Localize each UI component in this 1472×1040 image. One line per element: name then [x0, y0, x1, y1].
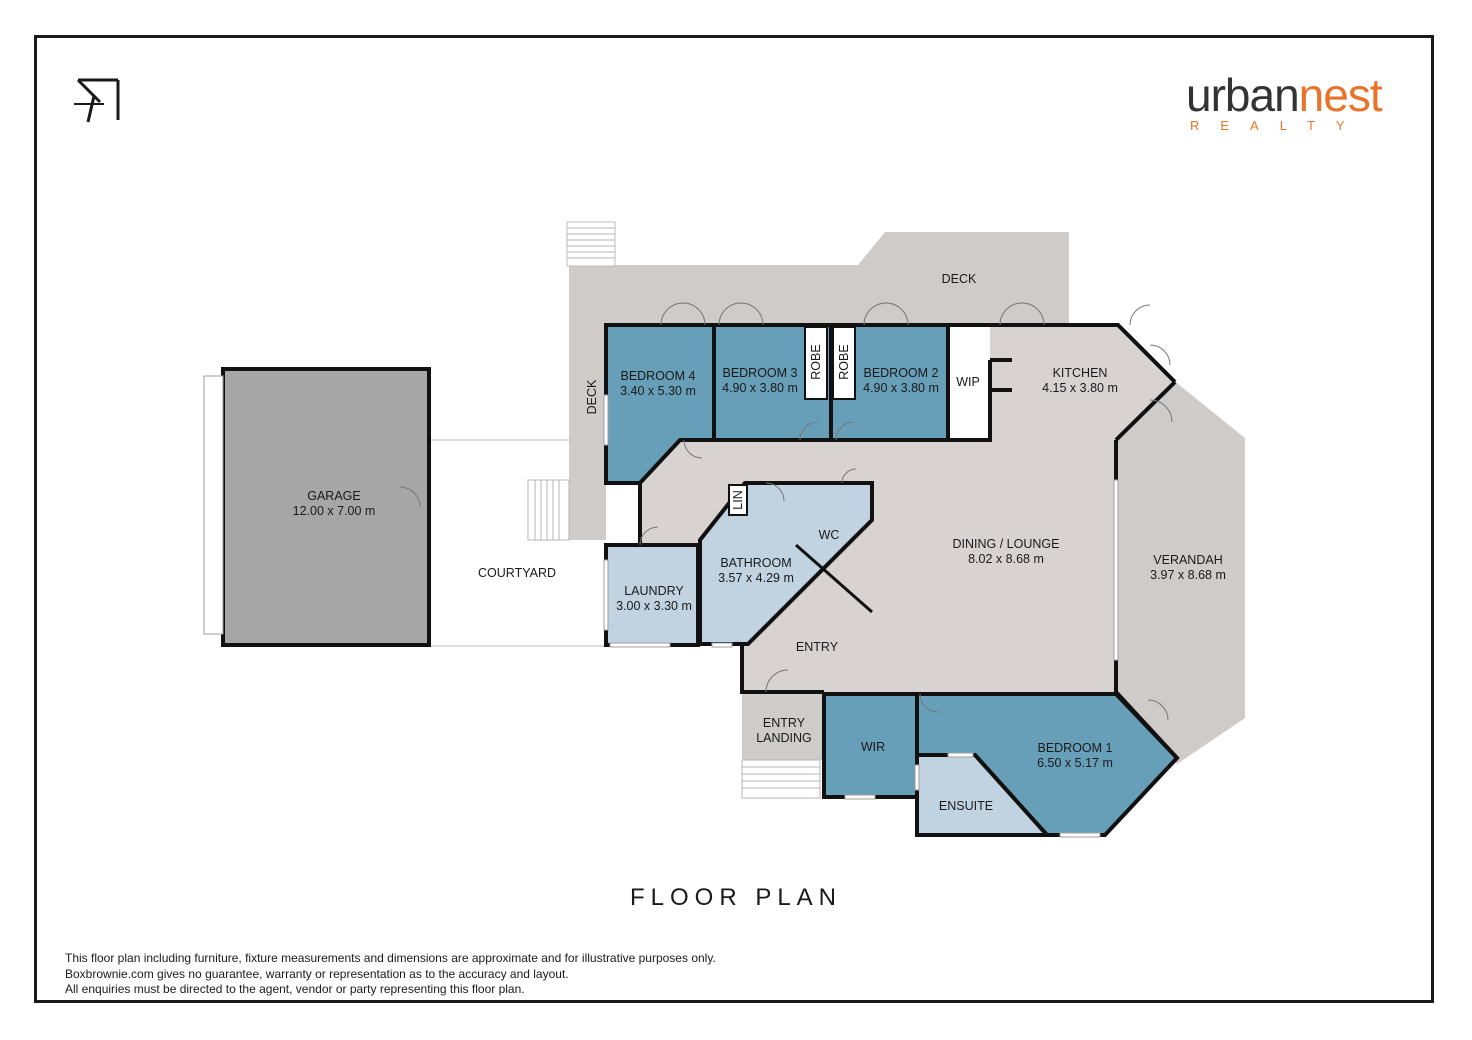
robe2-label: ROBE [837, 344, 851, 379]
bedroom3-label: BEDROOM 3 [722, 366, 797, 380]
bathroom-room [698, 481, 874, 646]
laundry-label: LAUNDRY [624, 584, 684, 598]
entry-landing-label-line2: LANDING [756, 731, 812, 745]
courtyard-label: COURTYARD [478, 566, 556, 580]
garage-label: GARAGE [307, 489, 361, 503]
windows [603, 394, 1119, 838]
brand-name-part2: nest [1298, 69, 1383, 121]
laundry-size: 3.00 x 3.30 m [616, 599, 692, 613]
disclaimer-line: All enquiries must be directed to the ag… [65, 982, 525, 996]
entry-landing-area [742, 692, 824, 760]
deck-side-label: DECK [585, 379, 599, 414]
external-walls [638, 380, 1179, 760]
brand-logo: urbannest REALTY [1186, 70, 1406, 133]
ensuite-label: ENSUITE [939, 799, 993, 813]
deck-steps-top [567, 227, 615, 259]
kitchen-size: 4.15 x 3.80 m [1042, 381, 1118, 395]
wir-room [822, 692, 919, 799]
disclaimer-text: This floor plan including furniture, fix… [65, 951, 716, 998]
garage-room [221, 367, 431, 647]
bedroom4-size: 3.40 x 5.30 m [620, 384, 696, 398]
disclaimer-line: This floor plan including furniture, fix… [65, 951, 716, 965]
deck-steps-side [527, 479, 570, 541]
lin-closet [728, 484, 748, 516]
page-frame [34, 35, 1434, 1003]
robe1-closet [804, 326, 828, 400]
dining-label: DINING / LOUNGE [953, 537, 1060, 551]
wip-label: WIP [956, 375, 980, 389]
bedroom3-size: 4.90 x 3.80 m [722, 381, 798, 395]
lin-label: LIN [731, 490, 745, 509]
deck-top-label: DECK [942, 272, 977, 286]
bedroom4-label: BEDROOM 4 [620, 369, 695, 383]
bathroom-label: BATHROOM [720, 556, 791, 570]
north-arrow-icon [74, 78, 120, 123]
page-title: FLOOR PLAN [629, 884, 843, 911]
doors [399, 302, 1173, 721]
wir-label: WIR [861, 740, 885, 754]
robe1-label: ROBE [809, 344, 823, 379]
verandah-label: VERANDAH [1153, 553, 1222, 567]
brand-name-part1: urban [1186, 69, 1300, 121]
robe2-closet [832, 326, 856, 400]
verandah-size: 3.97 x 8.68 m [1150, 568, 1226, 582]
wc-diagonal [795, 543, 873, 614]
bedroom1-size: 6.50 x 5.17 m [1037, 756, 1113, 770]
deck-area [566, 221, 1069, 540]
entry-steps [741, 759, 821, 799]
brand-wordmark: urbannest [1186, 70, 1406, 120]
bedroom2-label: BEDROOM 2 [863, 366, 938, 380]
garage-door [203, 375, 224, 635]
disclaimer-line: Boxbrownie.com gives no guarantee, warra… [65, 966, 569, 981]
garage-size: 12.00 x 7.00 m [293, 504, 376, 518]
brand-tagline: REALTY [1190, 118, 1366, 133]
kitchen-label: KITCHEN [1053, 366, 1108, 380]
entry-landing-label-line1: ENTRY [763, 716, 806, 730]
bedroom2-size: 4.90 x 3.80 m [863, 381, 939, 395]
entry-label: ENTRY [796, 640, 839, 654]
bedroom1-label: BEDROOM 1 [1037, 741, 1112, 755]
verandah-area [1116, 380, 1245, 764]
courtyard-area [430, 439, 606, 647]
dining-size: 8.02 x 8.68 m [968, 552, 1044, 566]
wc-label: WC [819, 528, 840, 542]
bathroom-size: 3.57 x 4.29 m [718, 571, 794, 585]
